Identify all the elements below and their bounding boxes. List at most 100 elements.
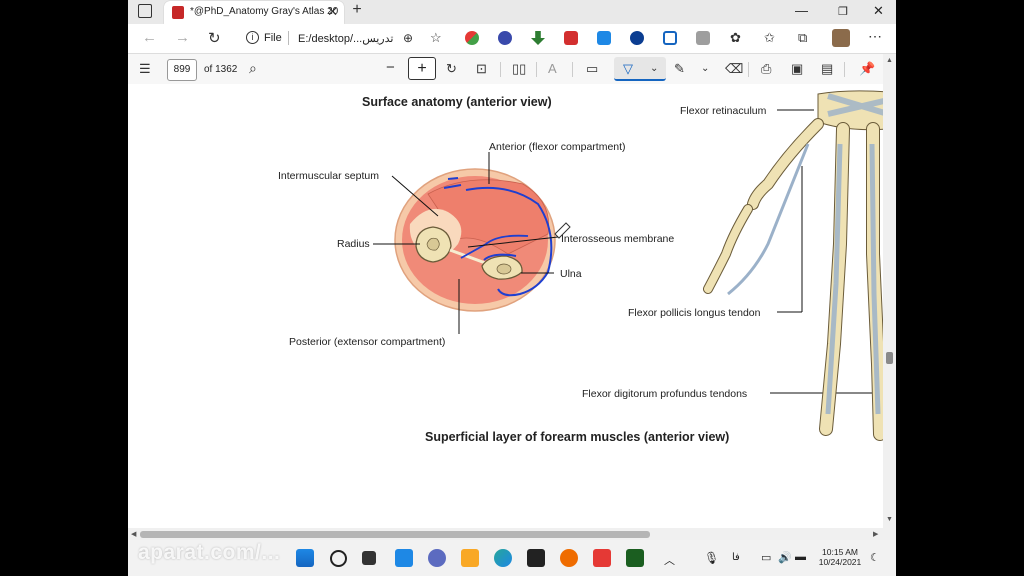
pdf-page: Surface anatomy (anterior view)	[128, 84, 888, 528]
zoom-icon[interactable]: ⊕	[403, 31, 414, 45]
forearm-cross-section	[394, 168, 571, 312]
tab-actions-icon[interactable]	[138, 4, 152, 18]
crop-extension-icon[interactable]	[663, 31, 677, 45]
scroll-right-icon[interactable]: ▶	[873, 531, 879, 538]
extension-icon-6[interactable]	[630, 31, 644, 45]
close-icon[interactable]: ✕	[327, 4, 338, 19]
info-icon[interactable]: i	[246, 31, 259, 44]
favorite-add-icon[interactable]: ☆	[430, 30, 442, 45]
store-icon[interactable]	[527, 549, 545, 567]
erase-icon[interactable]: ⌫	[725, 61, 744, 76]
notification-icon[interactable]: ☾	[870, 552, 880, 564]
hand-illustration	[703, 90, 888, 441]
label-flexor-digitorum-profundus: Flexor digitorum profundus tendons	[582, 388, 747, 400]
figure-title-bottom: Superficial layer of forearm muscles (an…	[425, 430, 729, 444]
edge-icon[interactable]	[494, 549, 512, 567]
zoom-out-icon[interactable]: −	[386, 59, 395, 76]
new-tab-button[interactable]: +	[352, 1, 362, 18]
chat-icon[interactable]	[428, 549, 446, 567]
terminal-icon[interactable]	[626, 549, 644, 567]
refresh-icon[interactable]: ↻	[208, 30, 221, 47]
vertical-scrollbar[interactable]: ▲ ▼	[883, 54, 896, 528]
label-ulna: Ulna	[560, 268, 582, 280]
more-icon[interactable]: ⋯	[868, 28, 882, 44]
app-icon[interactable]	[593, 549, 611, 567]
tab-active[interactable]: *@PhD_Anatomy Gray's Atlas 20 ✕	[164, 1, 344, 24]
draw-tool-active[interactable]	[614, 57, 666, 81]
draw-icon[interactable]: ▽	[623, 61, 633, 76]
leader-line	[467, 236, 559, 248]
print-icon[interactable]: ⎙	[761, 61, 772, 76]
retinaculum-band	[827, 93, 888, 117]
vertical-scroll-thumb[interactable]	[886, 352, 893, 364]
download-extension-icon[interactable]	[531, 31, 545, 45]
clock[interactable]: 10:15 AM 10/24/2021	[816, 547, 864, 567]
contents-icon[interactable]: ☰	[139, 61, 151, 76]
screen: *@PhD_Anatomy Gray's Atlas 20 ✕ + — ❐ ✕ …	[128, 0, 896, 576]
leader-lines	[373, 109, 888, 394]
search-icon[interactable]: ⌕	[249, 60, 257, 76]
pollicis-tendon	[727, 143, 810, 296]
task-view-icon[interactable]	[362, 551, 376, 565]
file-explorer-icon[interactable]	[461, 549, 479, 567]
chevron-down-icon[interactable]: ⌄	[650, 63, 659, 74]
thumb-phalanx-fill	[704, 205, 752, 293]
toolbar-divider	[500, 62, 501, 77]
minimize-icon[interactable]: —	[795, 3, 808, 18]
battery-icon[interactable]: ▬	[795, 551, 806, 563]
extensions-icon[interactable]: ✿	[730, 30, 741, 45]
extension-icon-8[interactable]	[696, 31, 710, 45]
leader-line	[391, 175, 439, 217]
pen-annotation	[443, 177, 553, 297]
highlight-icon[interactable]: ✎	[674, 61, 685, 76]
address-input[interactable]: E:/desktop/...تدریس	[298, 33, 394, 45]
watermark: aparat.com/...	[138, 541, 281, 564]
start-icon[interactable]	[296, 549, 314, 567]
scroll-up-icon[interactable]: ▲	[886, 57, 893, 64]
zoom-in-button[interactable]: +	[408, 57, 436, 80]
chevron-down-icon[interactable]: ⌄	[701, 63, 710, 74]
page-view-icon[interactable]: ▯▯	[512, 61, 527, 76]
pen-annotation-membrane	[460, 234, 529, 259]
fit-page-icon[interactable]: ⊡	[476, 61, 487, 76]
label-posterior: Posterior (extensor compartment)	[289, 336, 445, 348]
translate-extension-icon[interactable]	[597, 31, 611, 45]
tray-chevron-icon[interactable]: ︿	[664, 555, 675, 567]
language-indicator[interactable]: فا	[732, 552, 740, 563]
label-flexor-retinaculum: Flexor retinaculum	[680, 105, 767, 117]
close-window-icon[interactable]: ✕	[873, 3, 884, 18]
address-divider	[288, 31, 289, 45]
widgets-icon[interactable]	[395, 549, 413, 567]
back-icon[interactable]: ←	[142, 29, 157, 46]
read-aloud-icon[interactable]: A	[548, 61, 557, 76]
microphone-icon[interactable]: 🎙	[704, 551, 720, 565]
favorites-icon[interactable]: ✩	[764, 30, 775, 45]
forward-icon[interactable]: →	[175, 29, 190, 46]
pin-icon[interactable]: 📌	[859, 61, 876, 76]
profundus-tendon-1	[825, 143, 843, 415]
text-box-icon[interactable]: ▭	[586, 61, 599, 76]
horizontal-scrollbar[interactable]: ◀ ▶	[128, 528, 896, 540]
horizontal-scroll-thumb[interactable]	[140, 531, 650, 538]
clock-time: 10:15 AM	[822, 547, 858, 557]
taskbar: ︿ 🎙 فا ▭ 🔊 ▬ 10:15 AM 10/24/2021 ☾	[128, 540, 896, 576]
firefox-icon[interactable]	[560, 549, 578, 567]
network-icon[interactable]: ▭	[761, 552, 772, 564]
volume-icon[interactable]: 🔊	[778, 552, 792, 564]
search-icon[interactable]	[330, 550, 347, 567]
pdf-icon	[172, 6, 184, 19]
scroll-down-icon[interactable]: ▼	[886, 516, 893, 523]
extension-icon-2[interactable]	[498, 31, 512, 45]
page-number-input[interactable]: 899	[167, 59, 197, 81]
collections-icon[interactable]: ⧉	[798, 30, 808, 45]
extension-icon-1[interactable]	[465, 31, 479, 45]
save-as-icon[interactable]: ▤	[821, 61, 834, 76]
restore-icon[interactable]: ❐	[838, 6, 848, 18]
save-icon[interactable]: ▣	[791, 61, 804, 76]
rotate-icon[interactable]: ↻	[446, 61, 457, 76]
scroll-left-icon[interactable]: ◀	[131, 531, 137, 538]
toolbar-divider	[748, 62, 749, 77]
extension-icon-4[interactable]	[564, 31, 578, 45]
avatar[interactable]	[832, 29, 850, 47]
figure-title-top: Surface anatomy (anterior view)	[362, 95, 552, 109]
